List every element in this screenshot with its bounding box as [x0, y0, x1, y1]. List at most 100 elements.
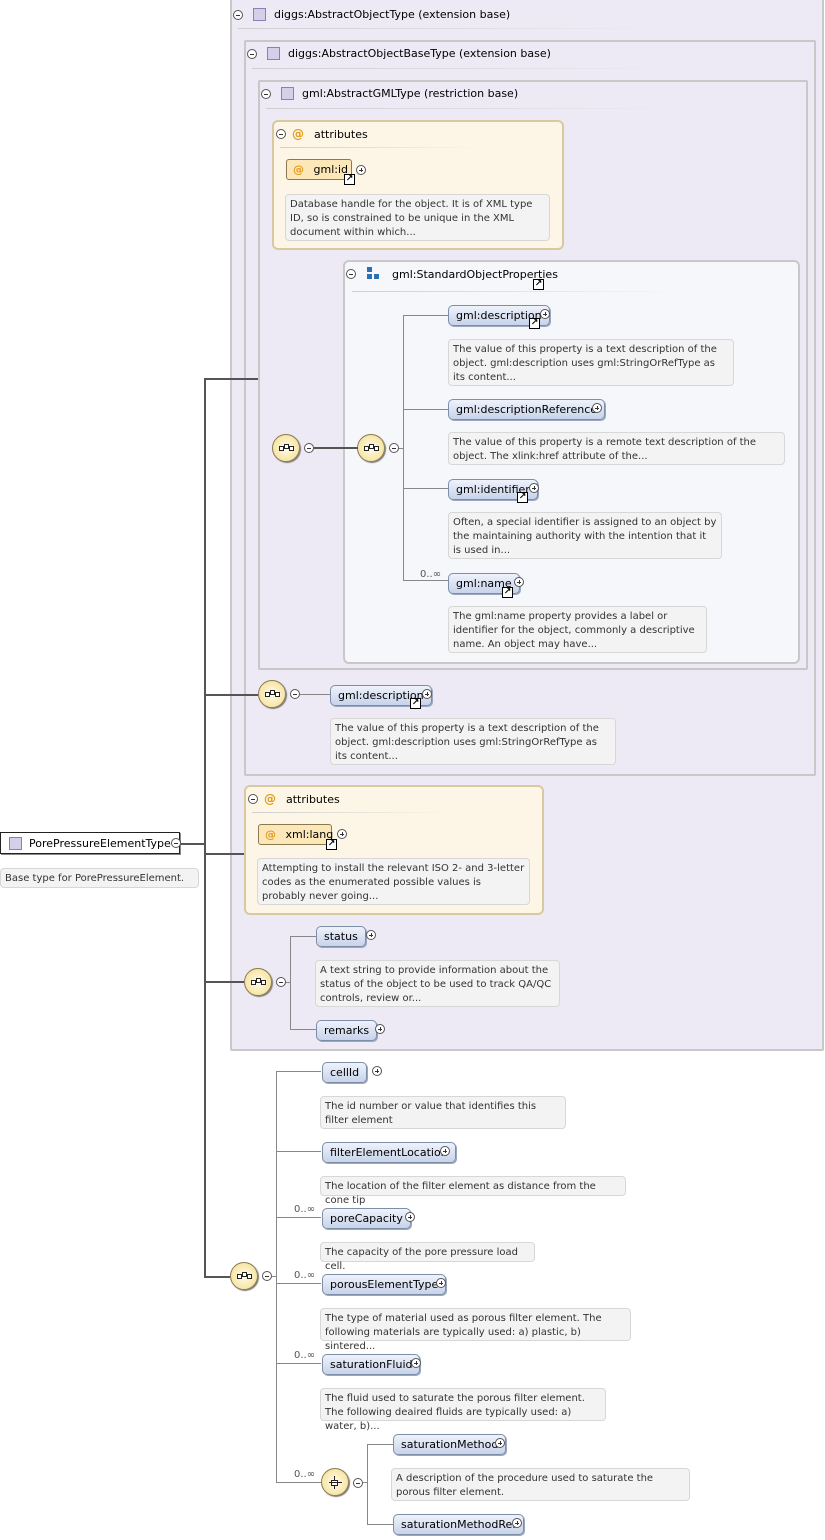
- reference-arrow-icon: ↗: [517, 492, 528, 503]
- collapse-icon[interactable]: [389, 443, 399, 453]
- expand-icon[interactable]: [529, 483, 539, 493]
- element-label: saturationFluid: [330, 1358, 413, 1371]
- attribute-label: gml:id: [313, 163, 349, 176]
- reference-arrow-icon: ↗: [529, 318, 540, 329]
- expand-icon[interactable]: [512, 1518, 522, 1528]
- element-label: saturationMethod: [401, 1438, 499, 1451]
- standard-object-properties-header[interactable]: gml:StandardObjectProperties: [346, 267, 558, 281]
- collapse-icon[interactable]: [304, 443, 314, 453]
- collapse-icon[interactable]: [233, 9, 243, 20]
- reference-arrow-icon: ↗: [533, 279, 544, 290]
- element-cellid[interactable]: cellId: [322, 1062, 368, 1083]
- attribute-at-icon: @: [264, 792, 276, 806]
- choice-compositor-icon[interactable]: [321, 1468, 349, 1496]
- cardinality-label: 0..∞: [294, 1204, 316, 1215]
- element-saturation-method-ref[interactable]: saturationMethodRef: [393, 1514, 525, 1535]
- root-description: Base type for PorePressureElement.: [0, 868, 199, 888]
- element-gml-identifier[interactable]: gml:identifier: [448, 479, 538, 500]
- element-label: status: [324, 930, 358, 943]
- collapse-icon[interactable]: [353, 1478, 363, 1488]
- collapse-icon[interactable]: [276, 129, 286, 139]
- xml-lang-attribute[interactable]: @ xml:lang: [258, 824, 334, 845]
- complex-type-icon: [267, 47, 280, 60]
- extension-title: diggs:AbstractObjectType (extension base…: [274, 8, 511, 21]
- collapse-icon[interactable]: [248, 794, 258, 804]
- extension-title: diggs:AbstractObjectBaseType (extension …: [288, 47, 551, 60]
- element-porous-element-type[interactable]: porousElementType: [322, 1274, 447, 1295]
- element-filter-element-location[interactable]: filterElementLocation: [322, 1142, 456, 1163]
- reference-arrow-icon: ↗: [344, 174, 355, 185]
- gml-id-attribute[interactable]: @ gml:id: [286, 159, 352, 180]
- xml-lang-description: Attempting to install the relevant ISO 2…: [257, 858, 530, 905]
- sequence-compositor-icon[interactable]: [258, 680, 286, 708]
- element-saturation-method[interactable]: saturationMethod: [393, 1434, 507, 1455]
- expand-icon[interactable]: [436, 1278, 446, 1288]
- group-icon: [367, 267, 381, 281]
- root-complex-type[interactable]: PorePressureElementType: [0, 832, 180, 854]
- element-label: gml:name: [456, 577, 512, 590]
- cardinality-label: 0..∞: [294, 1350, 316, 1361]
- expand-icon[interactable]: [514, 577, 524, 587]
- cardinality-label: 0..∞: [294, 1469, 316, 1480]
- element-label: remarks: [324, 1024, 370, 1037]
- gml-attributes-header[interactable]: @ attributes: [276, 127, 368, 141]
- attribute-label: xml:lang: [285, 828, 334, 841]
- element-description: The fluid used to saturate the porous fi…: [320, 1388, 606, 1432]
- sequence-compositor-icon[interactable]: [272, 434, 300, 462]
- element-description: The value of this property is a remote t…: [448, 432, 785, 465]
- expand-icon[interactable]: [372, 1066, 382, 1076]
- expand-icon[interactable]: [366, 930, 376, 940]
- extension-header-abstract-object-base[interactable]: diggs:AbstractObjectBaseType (extension …: [247, 47, 551, 60]
- expand-icon[interactable]: [337, 829, 347, 839]
- collapse-icon[interactable]: [346, 269, 356, 279]
- expand-icon[interactable]: [411, 1358, 421, 1368]
- expand-icon[interactable]: [422, 689, 432, 699]
- collapse-icon[interactable]: [276, 977, 286, 987]
- element-description: The type of material used as porous filt…: [320, 1308, 631, 1352]
- element-label: cellId: [330, 1066, 360, 1079]
- element-gml-name[interactable]: gml:name: [448, 573, 520, 594]
- cardinality-label: 0..∞: [420, 569, 442, 580]
- sequence-compositor-icon[interactable]: [244, 968, 272, 996]
- expand-icon[interactable]: [356, 165, 366, 175]
- element-label: porousElementType: [330, 1278, 439, 1291]
- complex-type-icon: [9, 836, 22, 850]
- collapse-icon[interactable]: [171, 838, 181, 848]
- expand-icon[interactable]: [375, 1024, 385, 1034]
- element-status[interactable]: status: [316, 926, 366, 947]
- attribute-at-icon: @: [293, 163, 304, 176]
- sequence-compositor-icon[interactable]: [357, 434, 385, 462]
- element-label: gml:description: [456, 309, 542, 322]
- element-description: Often, a special identifier is assigned …: [448, 512, 722, 559]
- element-label: filterElementLocation: [330, 1146, 448, 1159]
- element-pore-capacity[interactable]: poreCapacity: [322, 1208, 411, 1229]
- reference-arrow-icon: ↗: [502, 587, 513, 598]
- restriction-header-abstract-gml[interactable]: gml:AbstractGMLType (restriction base): [261, 87, 518, 100]
- expand-icon[interactable]: [405, 1212, 415, 1222]
- collapse-icon[interactable]: [290, 689, 300, 699]
- collapse-icon[interactable]: [261, 88, 271, 99]
- expand-icon[interactable]: [495, 1438, 505, 1448]
- element-label: gml:descriptionReference: [456, 403, 598, 416]
- expand-icon[interactable]: [440, 1146, 450, 1156]
- element-remarks[interactable]: remarks: [316, 1020, 378, 1041]
- element-description: The id number or value that identifies t…: [320, 1096, 566, 1129]
- expand-icon[interactable]: [540, 309, 550, 319]
- extension-header-abstract-object[interactable]: diggs:AbstractObjectType (extension base…: [233, 8, 510, 21]
- gml-id-description: Database handle for the object. It is of…: [285, 194, 550, 241]
- sequence-compositor-icon[interactable]: [230, 1262, 258, 1290]
- collapse-icon[interactable]: [262, 1271, 272, 1281]
- attributes-title: attributes: [286, 792, 340, 806]
- collapse-icon[interactable]: [247, 48, 257, 59]
- element-saturation-fluid[interactable]: saturationFluid: [322, 1354, 421, 1375]
- element-gml-description-base[interactable]: gml:description: [330, 685, 432, 706]
- restriction-title: gml:AbstractGMLType (restriction base): [302, 87, 519, 100]
- attributes-title: attributes: [314, 127, 368, 141]
- reference-arrow-icon: ↗: [410, 698, 421, 709]
- element-description: The capacity of the pore pressure load c…: [320, 1242, 535, 1272]
- element-gml-description-reference[interactable]: gml:descriptionReference: [448, 399, 606, 420]
- element-label: gml:description: [338, 689, 424, 702]
- element-gml-description[interactable]: gml:description: [448, 305, 550, 326]
- diggs-attributes-header[interactable]: @ attributes: [248, 792, 340, 806]
- expand-icon[interactable]: [592, 403, 602, 413]
